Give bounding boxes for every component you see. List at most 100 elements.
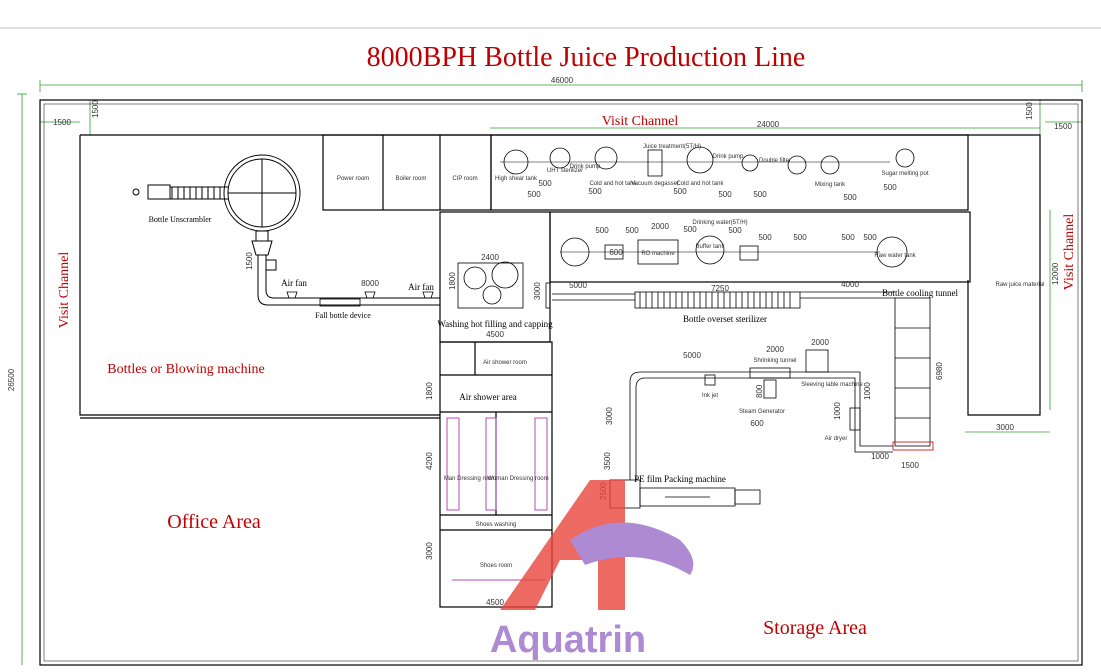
air-shower-room-label: Air shower room (483, 360, 527, 366)
dim-cooling-4000: 4000 (841, 280, 859, 289)
main-conveyor (552, 291, 895, 309)
conveyor-fittings (286, 291, 434, 307)
dim-shoes: 3000 (425, 542, 434, 560)
locker-racks (446, 417, 548, 581)
dim-sterilizer: 7250 (711, 284, 729, 293)
ro-machine-label: RO machine (641, 251, 675, 257)
dim-filler-height1: 1800 (448, 272, 457, 290)
office-area-label: Office Area (167, 511, 261, 533)
treat-dim-e: 500 (758, 233, 772, 242)
dim-shrink-2000a: 2000 (766, 345, 784, 354)
ink-jet-label: Ink jet (702, 393, 718, 399)
vacuum-label: Vacuum degasser (631, 181, 679, 187)
dim-dressing: 4200 (425, 452, 434, 470)
treat-dim-b: 500 (625, 226, 639, 235)
fall-bottle-label: Fall bottle device (315, 311, 371, 320)
visit-channel-right: Visit Channel (1062, 214, 1077, 291)
tank-dim-g: 500 (883, 183, 897, 192)
dim-visit-channel: 24000 (757, 120, 780, 129)
steam-generator-label: Steam Generator (739, 409, 785, 415)
shoes-washing-label: Shoes washing (476, 522, 517, 528)
treat-dim-c: 500 (683, 225, 697, 234)
visit-channel-top: Visit Channel (602, 114, 679, 129)
dim-pack-3000: 3000 (605, 407, 614, 425)
dim-pack-3500: 3500 (603, 452, 612, 470)
dim-overall-width: 46000 (551, 76, 574, 85)
double-filter-label: Double filter (759, 158, 791, 164)
dim-changing-bottom: 4500 (486, 598, 504, 607)
dim-left-margin: 1500 (53, 118, 71, 127)
storage-area-label: Storage Area (763, 617, 867, 639)
high-shear-label: High shear tank (495, 176, 538, 182)
boiler-room-label: Boiler room (396, 176, 427, 182)
dim-bottom-1000: 1000 (871, 452, 889, 461)
dim-air-shower: 1800 (425, 382, 434, 400)
bottle-unscrambler-label: Bottle Unscrambler (149, 215, 212, 224)
dim-filler-height2: 3000 (533, 282, 542, 300)
uht-label: UHT sterilizer (547, 168, 583, 174)
raw-juice-label: Raw juice material (995, 282, 1044, 288)
dim-conveyor-5000: 5000 (569, 281, 587, 290)
dim-cooling-6980: 6980 (935, 362, 944, 380)
cooling-tunnel-label: Bottle cooling tunnel (882, 288, 958, 298)
cooling-tunnel (892, 297, 934, 451)
tank-dim-d: 500 (673, 187, 687, 196)
water-treatment-equipment (560, 235, 908, 268)
washing-filling-label: Washing hot filling and capping (437, 319, 553, 329)
tank-dim-c: 500 (588, 187, 602, 196)
dim-dryer-1000: 1000 (833, 402, 842, 420)
sugar-melting-label: Sugar melting pot (881, 171, 928, 177)
treat-dim-a: 500 (595, 226, 609, 235)
visit-channel-left: Visit Channel (57, 252, 72, 329)
tank-dim-b: 500 (527, 190, 541, 199)
building-outline (39, 99, 1083, 666)
juice-header: Juice treatment(5T/H) (643, 144, 701, 150)
cold-hot-tank-label: Cold and hot tank (589, 181, 637, 187)
tank-dim-a: 500 (538, 179, 552, 188)
buffer-tank-label: Buffer tank (696, 244, 726, 250)
dim-pack-5000: 5000 (683, 351, 701, 360)
woman-dressing-label: Woman Dressing room (487, 476, 548, 482)
pe-film-label: PE film Packing machine (634, 474, 726, 484)
cold-hot-tank2-label: Cold and hot tank (676, 181, 724, 187)
dim-right-margin: 1500 (1054, 122, 1072, 131)
dim-changing-top: 4500 (486, 330, 504, 339)
power-room-label: Power room (337, 176, 369, 182)
treat-dim-600: 600 (609, 248, 623, 257)
tank-dim-e: 500 (718, 190, 732, 199)
air-fan-label-2: Air fan (408, 282, 434, 292)
treat-dim-d: 500 (728, 226, 742, 235)
shoes-room-label: Shoes room (480, 563, 512, 569)
air-shower-area-label: Air shower area (459, 392, 516, 402)
dim-top-right-margin: 1500 (1025, 102, 1034, 120)
treat-dim-f: 500 (793, 233, 807, 242)
dim-mid-conveyor: 8000 (361, 279, 379, 288)
dim-top-margin: 1500 (91, 100, 100, 118)
air-fan-label-1: Air fan (281, 278, 307, 288)
diagram-title: 8000BPH Bottle Juice Production Line (367, 42, 806, 73)
water-header: Drinking water(5T/H) (692, 220, 747, 226)
dim-bottom-1500: 1500 (901, 461, 919, 470)
sleeving-machine-label: Sleeving lable machine (801, 382, 863, 388)
dim-left-pipe: 1500 (245, 252, 254, 270)
drink-pump-label: Drink pump (570, 164, 601, 170)
aquatrin-logo: Aquatrin (490, 480, 694, 661)
bottle-unscrambler (132, 154, 440, 306)
drink-pump2-label: Drink pump (713, 154, 744, 160)
filling-machine (457, 261, 551, 309)
air-dryer-label: Air dryer (825, 436, 848, 442)
sterilizer-label: Bottle overset sterilizer (683, 314, 767, 324)
juice-treatment-equipment (500, 146, 915, 177)
packing-conveyor (609, 349, 893, 509)
cip-room-label: CIP room (452, 176, 477, 182)
dim-filler-width: 2400 (481, 253, 499, 262)
dim-steam-800: 800 (755, 384, 764, 398)
mixing-tank-label: Mixing tank (815, 182, 846, 188)
treat-dim-h: 500 (863, 233, 877, 242)
man-dressing-label: Man Dressing room (444, 476, 496, 482)
watermark-text: Aquatrin (490, 619, 646, 661)
tank-dim-h: 500 (843, 193, 857, 202)
raw-water-label: Raw water tank (874, 253, 916, 259)
bottles-blowing-label: Bottles or Blowing machine (107, 362, 264, 377)
